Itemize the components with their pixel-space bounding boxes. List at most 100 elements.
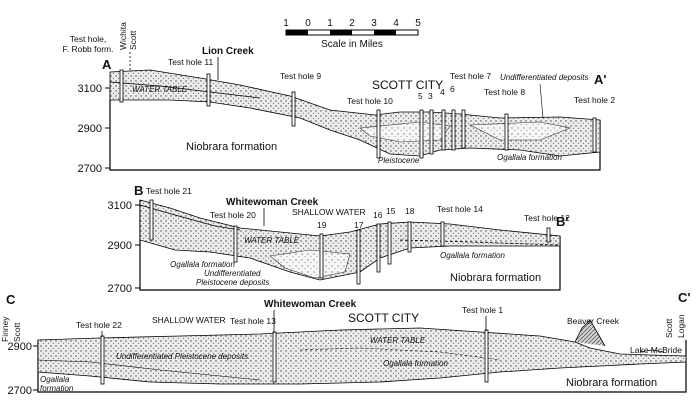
elevation-label: 2700 [78, 163, 102, 175]
elevation-label: 3100 [108, 200, 132, 212]
water-table-line [299, 347, 501, 361]
beaver-creek-outcrop [574, 319, 606, 347]
test-hole-bar [233, 225, 238, 263]
test-hole-label: Test hole 11 [168, 57, 213, 67]
test-hole-bar [419, 109, 424, 159]
scale-tick: 1 [327, 18, 333, 29]
pleistocene-lens [269, 249, 351, 279]
test-hole-label: Test hole 9 [280, 71, 321, 81]
undifferentiated-lens [468, 121, 572, 141]
test-hole-bar [376, 109, 381, 159]
test-hole-label: Test hole 2 [574, 95, 615, 105]
ogallala-label: Ogallala [40, 375, 70, 384]
scale-tick: 0 [305, 18, 311, 29]
ogallala-label: Ogallala formation [440, 251, 505, 260]
test-hole-bar [461, 109, 466, 149]
water-table-label: WATER TABLE [132, 85, 188, 94]
lion-creek-label: Lion Creek [202, 46, 254, 57]
lake-mcbride-label: Lake McBride [630, 345, 682, 355]
unconsolidated-deposits [37, 327, 687, 385]
test-hole-bar [429, 109, 434, 155]
ogallala-label: Ogallala formation [497, 153, 562, 162]
water-table-line [139, 204, 241, 231]
test-hole-label: Test hole 20 [210, 210, 256, 220]
test-hole-robb-label: Test hole, [70, 34, 106, 44]
elevation-label: 2700 [8, 385, 32, 397]
county-label: Wichita [118, 22, 128, 50]
beaver-creek-label: Beaver Creek [567, 316, 620, 326]
scale-tick: 1 [283, 18, 289, 29]
section-c-end: C' [678, 290, 690, 305]
test-hole-label: 18 [405, 206, 415, 216]
test-hole-label: Test hole 21 [146, 186, 192, 196]
unconsolidated-deposits [109, 69, 601, 157]
test-hole-label: Test hole 12 [524, 213, 570, 223]
section-a: Wichita Scott 3100 2900 2700 WATER TABLE [62, 22, 615, 175]
test-hole-bar [291, 91, 296, 127]
undifferentiated-label: Pleistocene deposits [196, 278, 269, 287]
county-label: Scott [664, 318, 674, 338]
pleistocene-label: Pleistocene [378, 156, 420, 165]
test-hole-bar [376, 223, 381, 273]
shallow-water-label: SHALLOW WATER [152, 315, 226, 325]
elevation-label: 2700 [108, 283, 132, 295]
elevation-label: 2900 [8, 341, 32, 353]
test-hole-label: 19 [317, 220, 327, 230]
contact-line [37, 359, 261, 381]
water-table-label: WATER TABLE [370, 336, 426, 345]
test-hole-bar [356, 229, 361, 285]
test-hole-bar [272, 331, 277, 383]
niobrara-label: Niobrara formation [450, 272, 541, 284]
scale-tick: 2 [349, 18, 355, 29]
ogallala-label: Ogallala formation [170, 260, 235, 269]
test-hole-label: Test hole 8 [484, 87, 525, 97]
undifferentiated-deposits-label: Undifferentiated deposits [500, 73, 589, 82]
section-c: Finney Scott Scott Logan 2900 2700 C C' … [0, 290, 690, 397]
niobrara-label: Niobrara formation [186, 141, 277, 153]
elevation-label: 2900 [78, 123, 102, 135]
test-hole-bar [206, 73, 211, 107]
scale-tick: 5 [415, 18, 421, 29]
ogallala-label: Ogallala formation [383, 359, 448, 368]
test-hole-bar [319, 233, 324, 279]
section-a-end: A' [594, 72, 606, 87]
county-label: Scott [128, 30, 138, 50]
undifferentiated-label: Undifferentiated [204, 269, 261, 278]
whitewoman-creek-label: Whitewoman Creek [226, 197, 319, 208]
scale-label: Scale in Miles [321, 39, 383, 50]
test-hole-bar [440, 221, 445, 247]
test-hole-label: 5 [418, 91, 423, 101]
county-label: Scott [12, 322, 22, 342]
test-hole-label: Test hole 10 [347, 96, 393, 106]
test-hole-label: 3 [428, 91, 433, 101]
section-c-start: C [6, 292, 16, 307]
test-hole-bar [441, 109, 446, 151]
test-hole-label: Test hole 13 [230, 316, 276, 326]
test-hole-bar [100, 335, 105, 385]
whitewoman-creek-label: Whitewoman Creek [264, 299, 357, 310]
test-hole-bar [149, 199, 154, 241]
test-hole-label: 16 [373, 210, 383, 220]
scale-bar: 1 0 1 2 3 4 5 Scale in Miles [283, 18, 421, 50]
section-b-start: B [134, 183, 143, 198]
test-hole-bar [484, 329, 489, 383]
elevation-label: 2900 [108, 240, 132, 252]
water-table-line [399, 239, 561, 246]
test-hole-bar [451, 109, 456, 151]
test-hole-bar [407, 221, 412, 253]
test-hole-robb-label: F. Robb form. [62, 44, 113, 54]
test-hole-bar [119, 69, 124, 103]
test-hole-bar [592, 117, 597, 153]
undifferentiated-label: Undifferentiated Pleistocene deposits [116, 352, 248, 361]
test-hole-label: Test hole 14 [437, 204, 483, 214]
test-hole-bar [546, 227, 551, 243]
niobrara-label: Niobrara formation [566, 377, 657, 389]
scott-city-label: SCOTT CITY [348, 311, 419, 325]
test-hole-label: Test hole 22 [76, 320, 122, 330]
elevation-label: 3100 [78, 83, 102, 95]
test-hole-label: 17 [354, 220, 364, 230]
scale-tick: 3 [371, 18, 377, 29]
ogallala-label: formation [40, 384, 74, 393]
unconsolidated-deposits [139, 199, 561, 281]
